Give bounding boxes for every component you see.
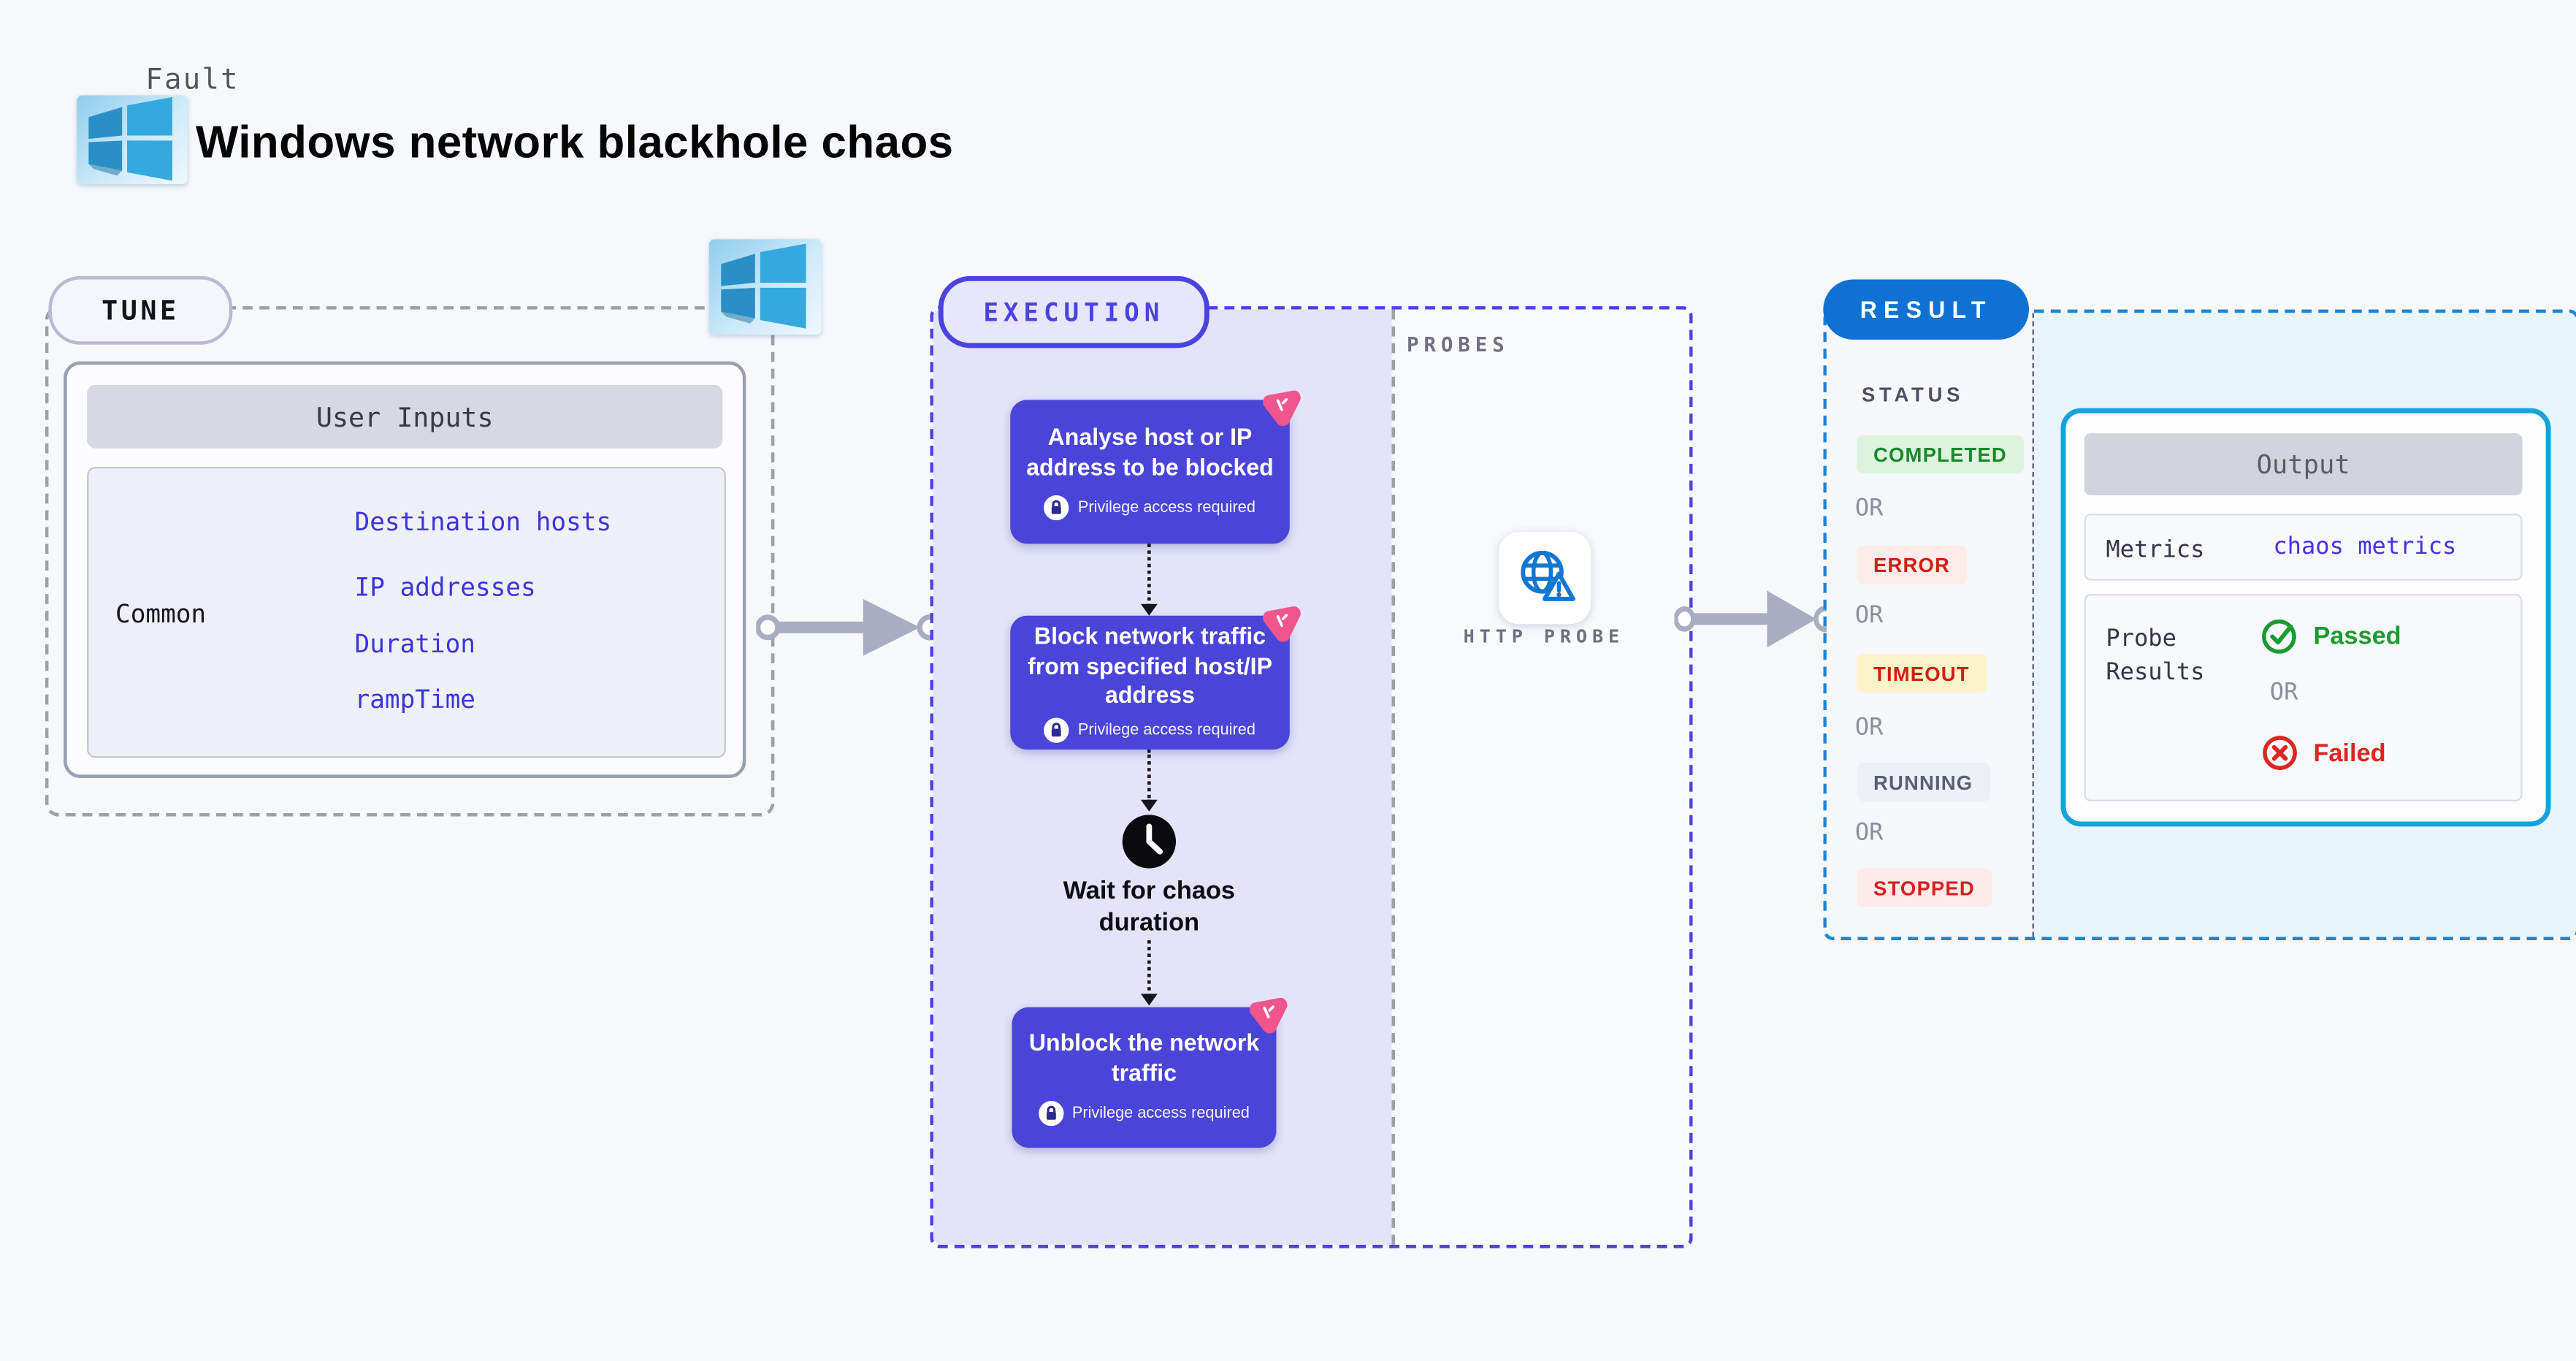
user-inputs-card: User Inputs Common Destination hosts IP …: [64, 361, 746, 778]
clock-icon: [1122, 815, 1177, 869]
step-block-traffic: Block network traffic from specified hos…: [1010, 615, 1290, 750]
or-separator: OR: [1854, 714, 1884, 742]
probes-zone: [1391, 309, 1690, 1245]
status-zone: [1826, 313, 2033, 937]
probe-results-label: Probe Results: [2106, 625, 2205, 687]
execution-pill-label: EXECUTION: [983, 297, 1165, 327]
input-duration[interactable]: Duration: [354, 629, 475, 660]
or-separator: OR: [1854, 820, 1884, 847]
chaos-badge-icon: [1263, 606, 1301, 642]
or-separator: OR: [2269, 679, 2298, 706]
user-inputs-table: Common Destination hosts IP addresses Du…: [87, 466, 726, 758]
chaos-metrics-link[interactable]: chaos metrics: [2273, 533, 2457, 561]
page-title: Windows network blackhole chaos: [195, 117, 954, 168]
row-label-common: Common: [115, 598, 207, 630]
globe-warning-icon: [1520, 549, 1575, 601]
probe-passed: Passed: [2260, 616, 2401, 656]
status-column-label: STATUS: [1861, 383, 1965, 407]
output-title: Output: [2256, 449, 2350, 480]
step-title: Analyse host or IP address to be blocked: [1026, 423, 1274, 481]
step-analyse-host: Analyse host or IP address to be blocked…: [1010, 400, 1290, 544]
lock-icon: [1044, 718, 1070, 744]
probe-results-row: Probe Results Passed OR Failed: [2084, 594, 2523, 802]
user-inputs-header: User Inputs: [87, 384, 723, 449]
windows-logo-icon: [709, 239, 822, 335]
status-badge-running: RUNNING: [1857, 763, 1990, 802]
or-separator: OR: [1854, 602, 1884, 630]
probe-failed: Failed: [2260, 733, 2386, 773]
probes-zone-label: PROBES: [1407, 332, 1510, 357]
input-ramptime[interactable]: rampTime: [354, 684, 475, 714]
step-title: Unblock the network traffic: [1028, 1029, 1260, 1086]
tune-to-execution-arrow: [756, 598, 944, 656]
privilege-note: Privilege access required: [1077, 721, 1255, 741]
failed-label: Failed: [2313, 739, 2386, 768]
privilege-note: Privilege access required: [1077, 498, 1255, 517]
input-ip-addresses[interactable]: IP addresses: [354, 572, 536, 603]
connector-dotted: [1147, 750, 1151, 804]
metrics-label: Metrics: [2106, 537, 2205, 564]
connector-arrowhead: [1140, 994, 1158, 1006]
chaos-badge-icon: [1263, 390, 1301, 427]
step-unblock-traffic: Unblock the network traffic Privilege ac…: [1012, 1007, 1277, 1148]
lock-icon: [1039, 1100, 1064, 1126]
or-separator: OR: [1854, 495, 1884, 522]
check-circle-icon: [2262, 619, 2296, 654]
output-header: Output: [2084, 433, 2523, 495]
lock-icon: [1044, 495, 1070, 521]
chaos-badge-icon: [1249, 997, 1288, 1034]
connector-arrowhead: [1140, 799, 1158, 812]
status-badge-stopped: STOPPED: [1857, 868, 1992, 907]
step-title: Block network traffic from specified hos…: [1028, 622, 1272, 709]
fault-eyebrow: Fault: [145, 64, 240, 97]
passed-label: Passed: [2313, 621, 2401, 650]
tune-pill: TUNE: [48, 275, 233, 345]
status-badge-timeout: TIMEOUT: [1857, 654, 1987, 693]
result-pill-label: RESULT: [1860, 296, 1992, 324]
output-card: Output Metrics chaos metrics Probe Resul…: [2060, 408, 2551, 827]
status-badge-error: ERROR: [1857, 545, 1967, 584]
status-badge-completed: COMPLETED: [1857, 435, 2024, 474]
input-destination-hosts[interactable]: Destination hosts: [354, 506, 612, 538]
x-circle-icon: [2263, 736, 2297, 770]
metrics-row: Metrics chaos metrics: [2084, 514, 2523, 581]
http-probe-label: HTTP PROBE: [1463, 625, 1625, 648]
connector-dotted: [1147, 940, 1151, 997]
execution-pill: EXECUTION: [938, 275, 1209, 348]
probes-to-result-arrow: [1674, 590, 1837, 648]
connector-dotted: [1147, 544, 1151, 608]
tune-pill-label: TUNE: [102, 294, 180, 327]
tune-section: [45, 306, 775, 817]
result-pill: RESULT: [1823, 279, 2030, 340]
wait-step-label: Wait for chaos duration: [1063, 877, 1236, 937]
connector-arrowhead: [1140, 603, 1158, 616]
windows-logo-icon: [77, 95, 188, 184]
user-inputs-title: User Inputs: [316, 400, 494, 433]
http-probe-card: [1499, 532, 1591, 625]
privilege-note: Privilege access required: [1071, 1104, 1250, 1123]
